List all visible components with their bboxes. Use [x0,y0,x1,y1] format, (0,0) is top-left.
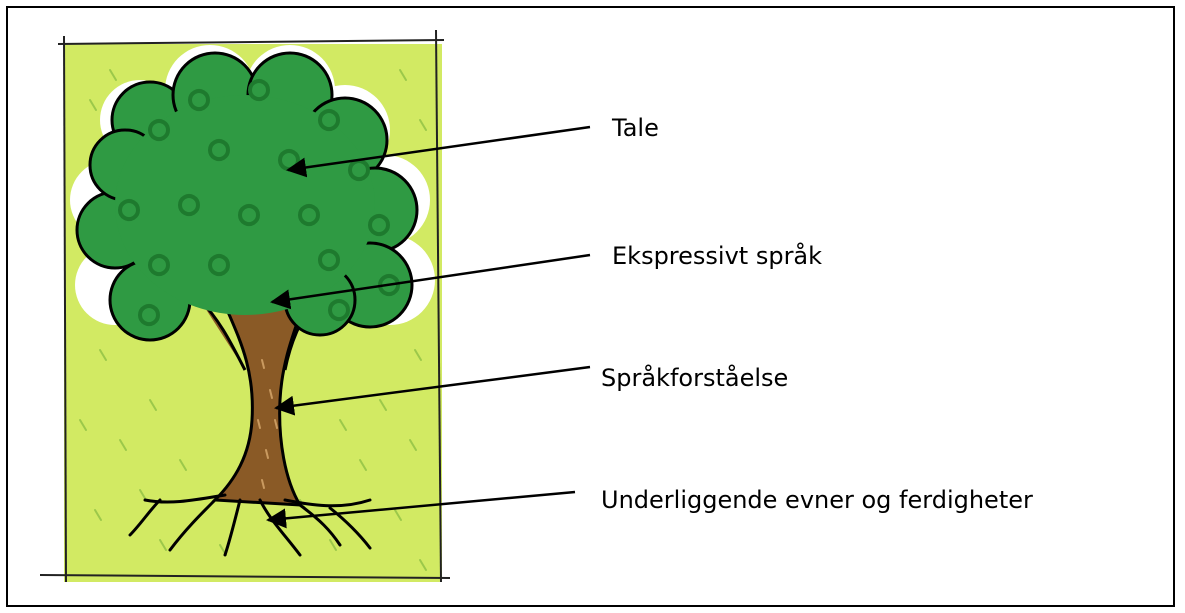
label-tale: Tale [612,116,659,140]
label-underliggende: Underliggende evner og ferdigheter [601,488,1033,512]
label-sprakforstaelse: Språkforståelse [601,366,788,390]
label-ekspressivt-sprak: Ekspressivt språk [612,244,822,268]
